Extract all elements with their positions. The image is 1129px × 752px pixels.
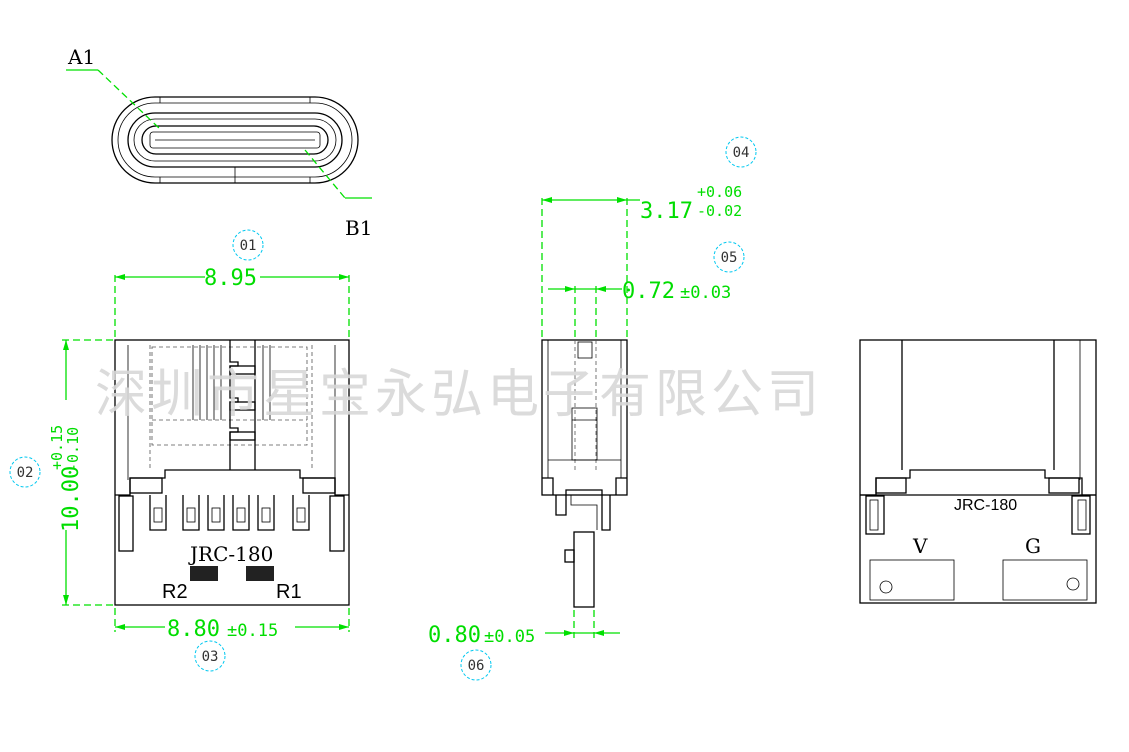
connector-face-view — [66, 69, 372, 199]
pin-label-b1: B1 — [345, 216, 372, 240]
dim-pin-value: 0.80 — [428, 623, 481, 648]
dimension-thickness — [541, 197, 640, 338]
callout-text-04: 04 — [733, 145, 750, 161]
back-label-v: V — [912, 534, 928, 558]
dim-width-top-value: 8.95 — [204, 266, 257, 291]
dim-width-bottom-value: 8.80 — [167, 617, 220, 642]
back-view — [859, 339, 1097, 604]
dim-lead-tol: ±0.03 — [680, 283, 731, 303]
callout-text-05: 05 — [721, 250, 738, 266]
callout-bubble-05: 05 — [713, 241, 745, 273]
dim-height-value: 10.00 — [59, 466, 84, 532]
front-view — [114, 339, 350, 606]
callout-text-03: 03 — [202, 649, 219, 665]
callout-bubble-03: 03 — [194, 640, 226, 672]
dimension-width-bottom — [114, 608, 350, 632]
dim-height-tol-plus: +0.15 — [48, 425, 66, 470]
dim-width-bottom-tol: ±0.15 — [227, 621, 278, 641]
pin-label-a1: A1 — [67, 45, 95, 69]
dimension-pin — [545, 610, 620, 638]
dim-thickness-tol-plus: +0.06 — [697, 183, 742, 201]
side-view — [541, 339, 628, 608]
dimension-height — [62, 339, 113, 606]
callout-text-06: 06 — [468, 658, 485, 674]
resistor-r1-label: R1 — [276, 581, 302, 603]
callout-bubble-01: 01 — [232, 229, 264, 261]
watermark: 深圳市星宝永弘电子有限公司 — [95, 365, 823, 425]
dim-height-tol-minus: -0.10 — [64, 427, 82, 472]
dim-thickness-value: 3.17 — [640, 199, 693, 224]
callout-bubble-04: 04 — [725, 136, 757, 168]
dimension-width-top — [114, 274, 350, 338]
back-label-g: G — [1025, 534, 1041, 558]
callout-bubble-02: 02 — [9, 456, 41, 488]
resistor-r1-pad — [246, 566, 274, 581]
dimension-lead — [548, 286, 622, 338]
resistor-r2-label: R2 — [162, 581, 188, 603]
callout-text-02: 02 — [17, 465, 34, 481]
dim-pin-tol: ±0.05 — [484, 627, 535, 647]
dim-thickness-tol-minus: -0.02 — [697, 202, 742, 220]
callout-text-01: 01 — [240, 238, 257, 254]
back-model-label: JRC-180 — [954, 497, 1017, 514]
callout-bubble-06: 06 — [460, 649, 492, 681]
dim-lead-value: 0.72 — [622, 279, 675, 304]
resistor-r2-pad — [190, 566, 218, 581]
front-model-label: JRC-180 — [188, 542, 273, 566]
